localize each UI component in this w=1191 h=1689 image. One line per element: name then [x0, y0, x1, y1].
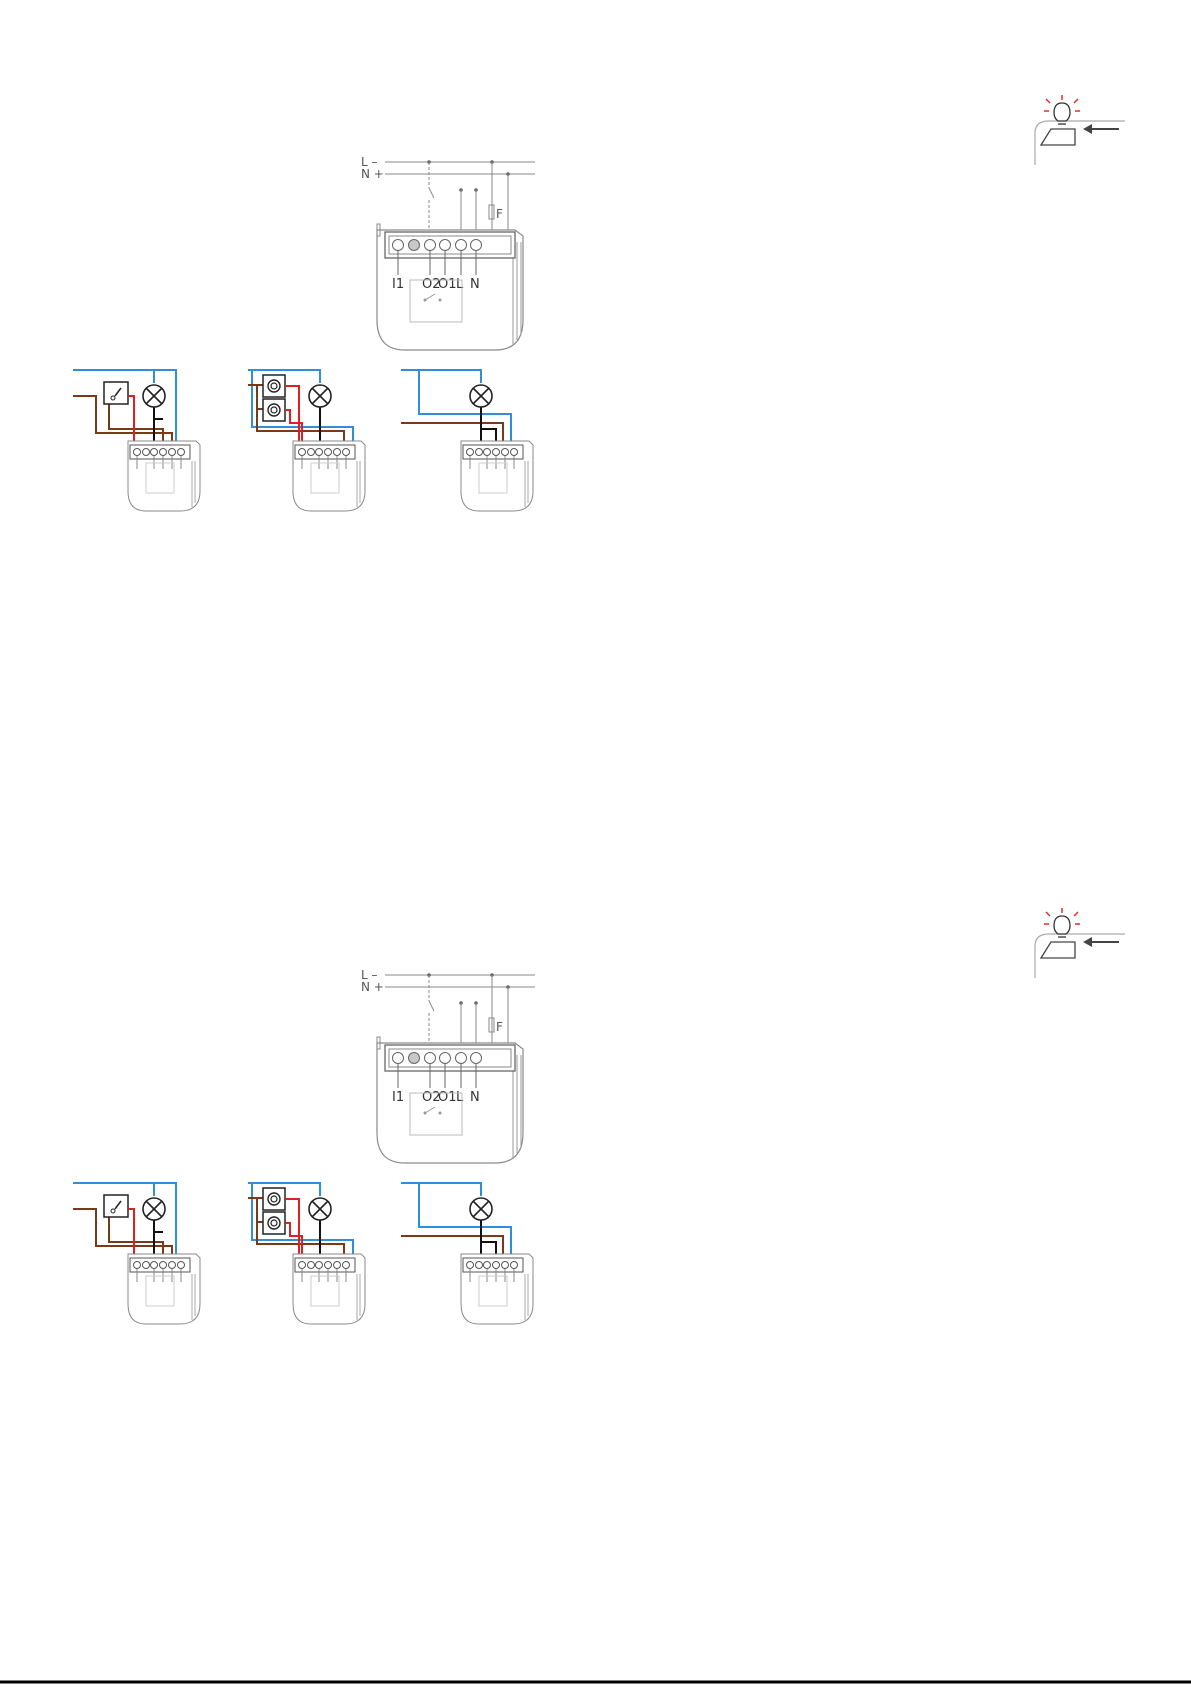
- indicator-bottom: [1035, 908, 1125, 978]
- main-wiring-diagram-bottom: [361, 968, 535, 1163]
- main-wiring-diagram-top: [361, 155, 535, 350]
- wiring-variant-push-buttons-top: [248, 370, 365, 511]
- wiring-variant-toggle-switch-top: [73, 370, 200, 511]
- wiring-variant-toggle-switch-bottom: [73, 1183, 200, 1324]
- indicator-top: [1035, 95, 1125, 165]
- wiring-variant-no-switch-bottom: [401, 1183, 533, 1324]
- wiring-variant-no-switch-top: [401, 370, 533, 511]
- wiring-variant-push-buttons-bottom: [248, 1183, 365, 1324]
